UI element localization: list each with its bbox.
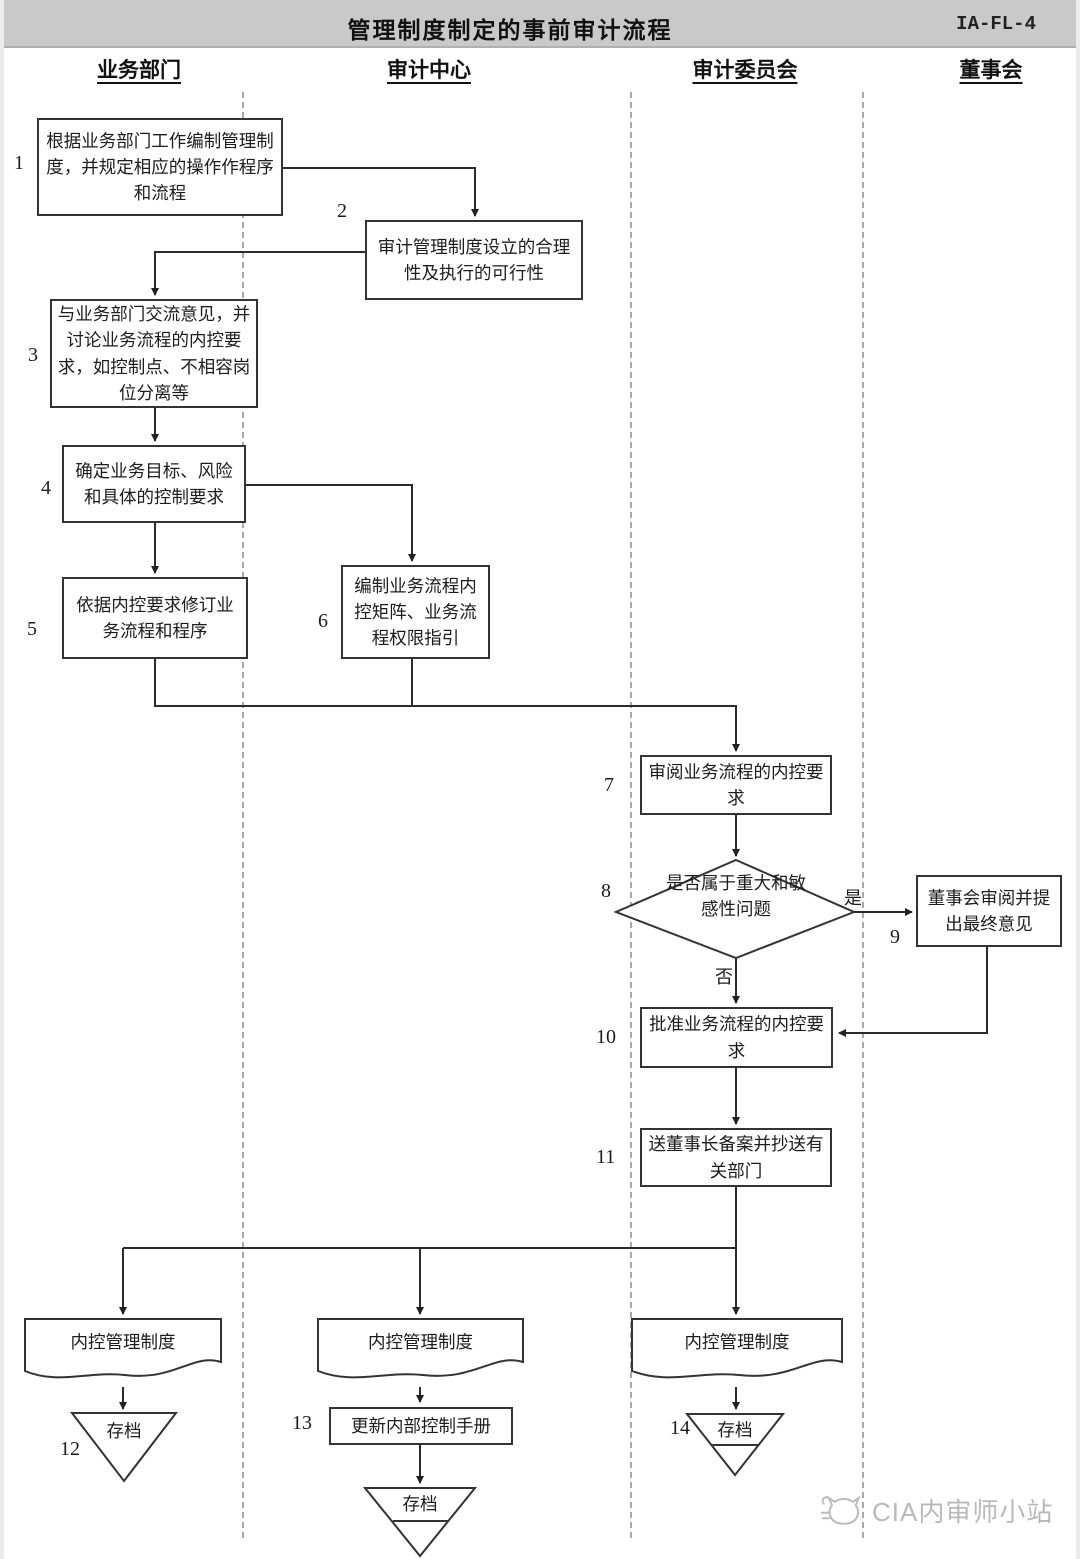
header-band — [4, 0, 1076, 48]
decision-8-text: 是否属于重大和敏感性问题 — [666, 873, 806, 920]
lane-header-audit-center: 审计中心 — [387, 58, 471, 82]
connector-2-to-3 — [151, 251, 365, 296]
watermark-text: CIA内审师小站 — [872, 1496, 1054, 1527]
step-number-4: 4 — [41, 477, 51, 499]
step-number-8: 8 — [601, 880, 611, 902]
decision-8-yes-label: 是 — [844, 888, 862, 908]
document-1-label: 内控管理制度 — [70, 1332, 176, 1352]
lane-divider-3 — [862, 92, 864, 1538]
lane-divider-1 — [242, 92, 244, 1538]
process-box-13: 更新内部控制手册 — [329, 1407, 513, 1445]
lane-divider-2 — [630, 92, 632, 1538]
process-box-3: 与业务部门交流意见，并讨论业务流程的内控要求，如控制点、不相容岗位分离等 — [50, 299, 258, 408]
step-number-14: 14 — [670, 1417, 690, 1439]
process-box-2: 审计管理制度设立的合理性及执行的可行性 — [365, 220, 583, 300]
lane-header-board: 董事会 — [959, 58, 1023, 82]
watermark: CIA内审师小站 — [820, 1490, 1053, 1530]
step-number-5: 5 — [27, 618, 37, 640]
process-box-10: 批准业务流程的内控要求 — [640, 1007, 833, 1068]
form-code: IA-FL-4 — [956, 13, 1036, 35]
step-number-7: 7 — [604, 774, 614, 796]
process-box-4: 确定业务目标、风险和具体的控制要求 — [62, 445, 246, 523]
archive-12-label: 存档 — [106, 1421, 142, 1441]
document-3-label: 内控管理制度 — [684, 1332, 790, 1352]
step-number-2: 2 — [337, 200, 347, 222]
process-box-1: 根据业务部门工作编制管理制度，并规定相应的操作作程序和流程 — [37, 118, 283, 216]
connector-4-to-6 — [246, 484, 416, 562]
process-box-7: 审阅业务流程的内控要求 — [640, 755, 832, 815]
page-title: 管理制度制定的事前审计流程 — [347, 18, 673, 43]
process-box-6: 编制业务流程内控矩阵、业务流程权限指引 — [341, 565, 490, 659]
step-number-13: 13 — [292, 1412, 312, 1434]
process-box-9: 董事会审阅并提出最终意见 — [916, 875, 1062, 947]
decision-8-no-label: 否 — [715, 967, 733, 987]
archive-13-label: 存档 — [402, 1494, 438, 1514]
process-box-5: 依据内控要求修订业务流程和程序 — [62, 577, 248, 659]
step-number-9: 9 — [890, 926, 900, 948]
connector-1-to-2 — [281, 167, 479, 217]
step-number-12: 12 — [60, 1438, 80, 1460]
lane-header-business-dept: 业务部门 — [97, 58, 181, 82]
step-number-6: 6 — [318, 610, 328, 632]
step-number-1: 1 — [14, 152, 24, 174]
step-number-11: 11 — [596, 1146, 616, 1168]
step-number-10: 10 — [596, 1026, 616, 1048]
lane-header-audit-committee: 审计委员会 — [692, 58, 798, 82]
process-box-11: 送董事长备案并抄送有关部门 — [640, 1128, 832, 1187]
document-2-label: 内控管理制度 — [368, 1332, 473, 1352]
step-number-3: 3 — [28, 344, 38, 366]
cat-logo-icon — [820, 1495, 861, 1525]
archive-14-label: 存档 — [717, 1420, 753, 1440]
